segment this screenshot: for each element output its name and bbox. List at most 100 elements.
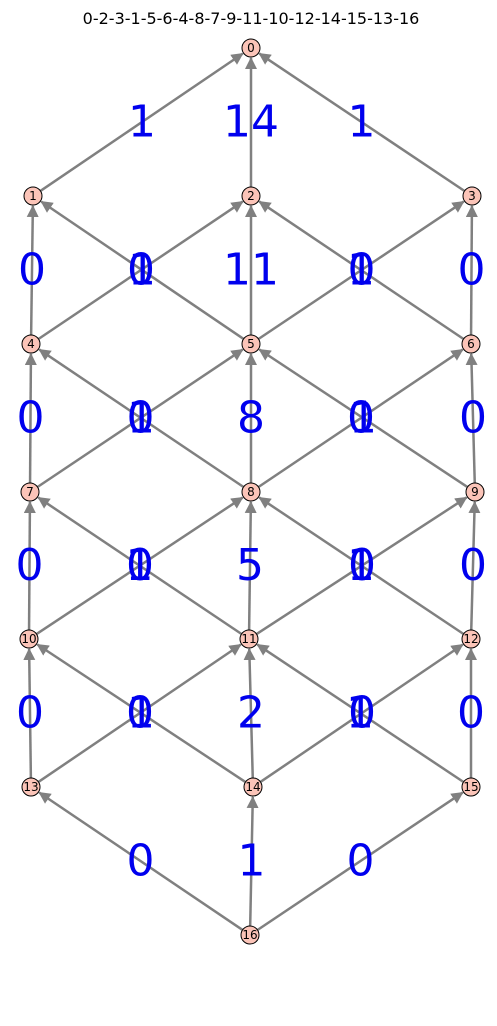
node-label-16: 16 bbox=[242, 928, 257, 942]
node-3: 3 bbox=[462, 186, 482, 206]
node-circle-9 bbox=[465, 482, 485, 502]
edge-label-16-13: 0 bbox=[127, 836, 155, 887]
node-label-5: 5 bbox=[247, 337, 255, 351]
node-11: 11 bbox=[239, 629, 259, 649]
edge-label-3-0: 1 bbox=[348, 97, 376, 148]
edge-3-to-0 bbox=[258, 52, 466, 193]
edge-4-to-2 bbox=[37, 200, 244, 341]
edge-label-4-2: 0 bbox=[127, 245, 155, 296]
node-label-8: 8 bbox=[247, 485, 255, 499]
node-8: 8 bbox=[241, 482, 261, 502]
edge-13-to-11 bbox=[37, 643, 242, 783]
node-label-4: 4 bbox=[27, 337, 35, 351]
node-10: 10 bbox=[19, 629, 39, 649]
node-label-0: 0 bbox=[247, 41, 255, 55]
node-16: 16 bbox=[240, 925, 260, 945]
node-circle-0 bbox=[241, 38, 261, 58]
node-label-2: 2 bbox=[247, 189, 255, 203]
node-6: 6 bbox=[461, 334, 481, 354]
node-circle-14 bbox=[243, 777, 263, 797]
edge-12-to-9 bbox=[468, 500, 481, 631]
edge-label-1-0: 1 bbox=[128, 97, 156, 148]
edge-5-to-3 bbox=[257, 200, 465, 341]
node-label-12: 12 bbox=[463, 632, 478, 646]
edge-7-to-4 bbox=[24, 352, 37, 484]
edge-label-15-11: 1 bbox=[346, 688, 374, 739]
edge-6-to-3 bbox=[465, 204, 478, 336]
node-circle-4 bbox=[21, 334, 41, 354]
edge-label-7-5: 0 bbox=[127, 393, 155, 444]
edge-label-9-5: 1 bbox=[349, 393, 377, 444]
edge-10-to-8 bbox=[35, 496, 244, 636]
edge-4-to-1 bbox=[26, 204, 39, 336]
edge-label-6-3: 0 bbox=[458, 245, 486, 296]
node-label-1: 1 bbox=[29, 189, 37, 203]
edge-label-11-7: 1 bbox=[126, 540, 154, 591]
node-circle-7 bbox=[20, 482, 40, 502]
node-circle-8 bbox=[241, 482, 261, 502]
edges-layer bbox=[23, 52, 481, 932]
node-circle-16 bbox=[240, 925, 260, 945]
node-4: 4 bbox=[21, 334, 41, 354]
edge-label-11-9: 0 bbox=[348, 540, 376, 591]
edge-label-5-3: 0 bbox=[348, 245, 376, 296]
edge-7-to-5 bbox=[36, 348, 244, 489]
node-label-10: 10 bbox=[21, 632, 36, 646]
node-label-14: 14 bbox=[245, 780, 260, 794]
edge-label-14-11: 2 bbox=[237, 688, 265, 739]
edge-label-10-8: 0 bbox=[126, 540, 154, 591]
node-circle-15 bbox=[461, 777, 481, 797]
edge-label-16-15: 0 bbox=[347, 836, 375, 887]
node-0: 0 bbox=[241, 38, 261, 58]
edge-16-to-15 bbox=[256, 791, 464, 932]
node-14: 14 bbox=[243, 777, 263, 797]
node-circle-3 bbox=[462, 186, 482, 206]
node-circle-12 bbox=[461, 629, 481, 649]
edge-label-12-9: 0 bbox=[459, 540, 487, 591]
graph-title: 0-2-3-1-5-6-4-8-7-9-11-10-12-14-15-13-16 bbox=[83, 9, 420, 28]
edge-label-4-1: 0 bbox=[18, 245, 46, 296]
node-circle-1 bbox=[23, 186, 43, 206]
edge-9-to-6 bbox=[465, 352, 478, 484]
node-circle-6 bbox=[461, 334, 481, 354]
node-label-11: 11 bbox=[241, 632, 256, 646]
node-label-9: 9 bbox=[471, 485, 479, 499]
edge-label-8-5: 8 bbox=[237, 393, 265, 444]
edge-16-to-13 bbox=[38, 791, 244, 931]
edge-14-to-12 bbox=[259, 643, 464, 783]
edge-label-6-2: 1 bbox=[347, 245, 375, 296]
edge-10-to-7 bbox=[23, 500, 36, 631]
edge-label-14-10: 1 bbox=[127, 688, 155, 739]
node-5: 5 bbox=[241, 334, 261, 354]
edge-label-9-6: 0 bbox=[459, 393, 487, 444]
edge-label-14-12: 0 bbox=[348, 688, 376, 739]
edge-label-8-4: 1 bbox=[127, 393, 155, 444]
node-label-6: 6 bbox=[467, 337, 475, 351]
edge-label-13-10: 0 bbox=[16, 688, 44, 739]
node-circle-13 bbox=[21, 777, 41, 797]
edge-11-to-8 bbox=[244, 500, 257, 631]
edge-label-13-11: 0 bbox=[126, 688, 154, 739]
edge-label-5-2: 11 bbox=[223, 245, 279, 296]
node-7: 7 bbox=[20, 482, 40, 502]
node-circle-11 bbox=[239, 629, 259, 649]
edge-label-7-4: 0 bbox=[17, 393, 45, 444]
edge-1-to-0 bbox=[39, 52, 244, 192]
edge-11-to-9 bbox=[255, 496, 468, 636]
node-2: 2 bbox=[241, 186, 261, 206]
node-15: 15 bbox=[461, 777, 481, 797]
edge-label-8-6: 0 bbox=[347, 393, 375, 444]
edge-label-2-0: 14 bbox=[223, 97, 279, 148]
node-circle-10 bbox=[19, 629, 39, 649]
edge-label-15-12: 0 bbox=[457, 688, 485, 739]
node-12: 12 bbox=[461, 629, 481, 649]
node-label-15: 15 bbox=[463, 780, 478, 794]
edge-9-to-5 bbox=[258, 348, 469, 489]
edge-14-to-11 bbox=[243, 647, 256, 779]
node-label-13: 13 bbox=[23, 780, 38, 794]
edge-label-5-1: 1 bbox=[128, 245, 156, 296]
node-label-7: 7 bbox=[26, 485, 34, 499]
